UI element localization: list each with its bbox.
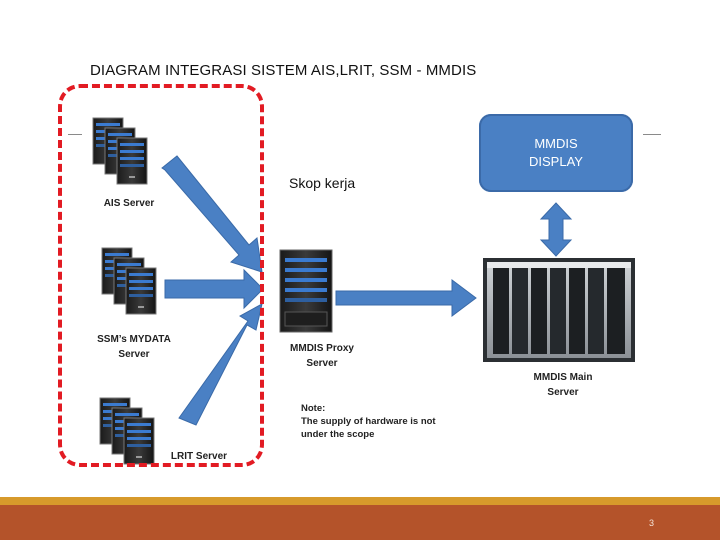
page-number: 3 xyxy=(648,518,654,528)
ssm-server-label-line2: Server xyxy=(118,349,150,360)
ssm-server-label-line1: SSM’s MYDATA xyxy=(97,334,171,345)
proxy-server-label-line1: MMDIS Proxy xyxy=(290,343,354,354)
proxy-server-label: MMDIS Proxy Server xyxy=(276,341,368,371)
divider-left xyxy=(68,134,82,135)
ais-server-label: AIS Server xyxy=(103,198,155,209)
main-server-label-line2: Server xyxy=(547,387,579,398)
display-label-line2: DISPLAY xyxy=(529,154,583,169)
divider-right xyxy=(643,134,661,135)
ssm-server-label: SSM’s MYDATA Server xyxy=(86,332,182,362)
mmdis-display-box: MMDIS DISPLAY xyxy=(479,114,633,192)
main-server-label-line1: MMDIS Main xyxy=(533,372,593,383)
arrow-lrit-to-proxy xyxy=(178,303,263,426)
scope-boundary xyxy=(58,84,264,467)
footer-accent-strip xyxy=(0,497,720,505)
proxy-server-label-line2: Server xyxy=(306,358,338,369)
note-line-3: under the scope xyxy=(301,429,375,440)
arrow-proxy-to-main xyxy=(335,279,477,317)
note-line-2: The supply of hardware is not xyxy=(301,416,436,427)
main-server-label: MMDIS Main Server xyxy=(517,370,609,400)
scope-label: Skop kerja xyxy=(289,175,356,191)
display-label-line1: MMDIS xyxy=(534,136,578,151)
main-server-icon xyxy=(483,258,635,362)
arrow-ssm-to-proxy xyxy=(164,268,264,310)
note-heading: Note: xyxy=(301,403,326,414)
proxy-server-icon xyxy=(279,249,333,333)
scope-note: Note: The supply of hardware is not unde… xyxy=(301,402,451,441)
lrit-server-label: LRIT Server xyxy=(170,451,228,462)
slide-title: DIAGRAM INTEGRASI SISTEM AIS,LRIT, SSM -… xyxy=(90,62,477,79)
arrow-display-main xyxy=(539,202,573,257)
